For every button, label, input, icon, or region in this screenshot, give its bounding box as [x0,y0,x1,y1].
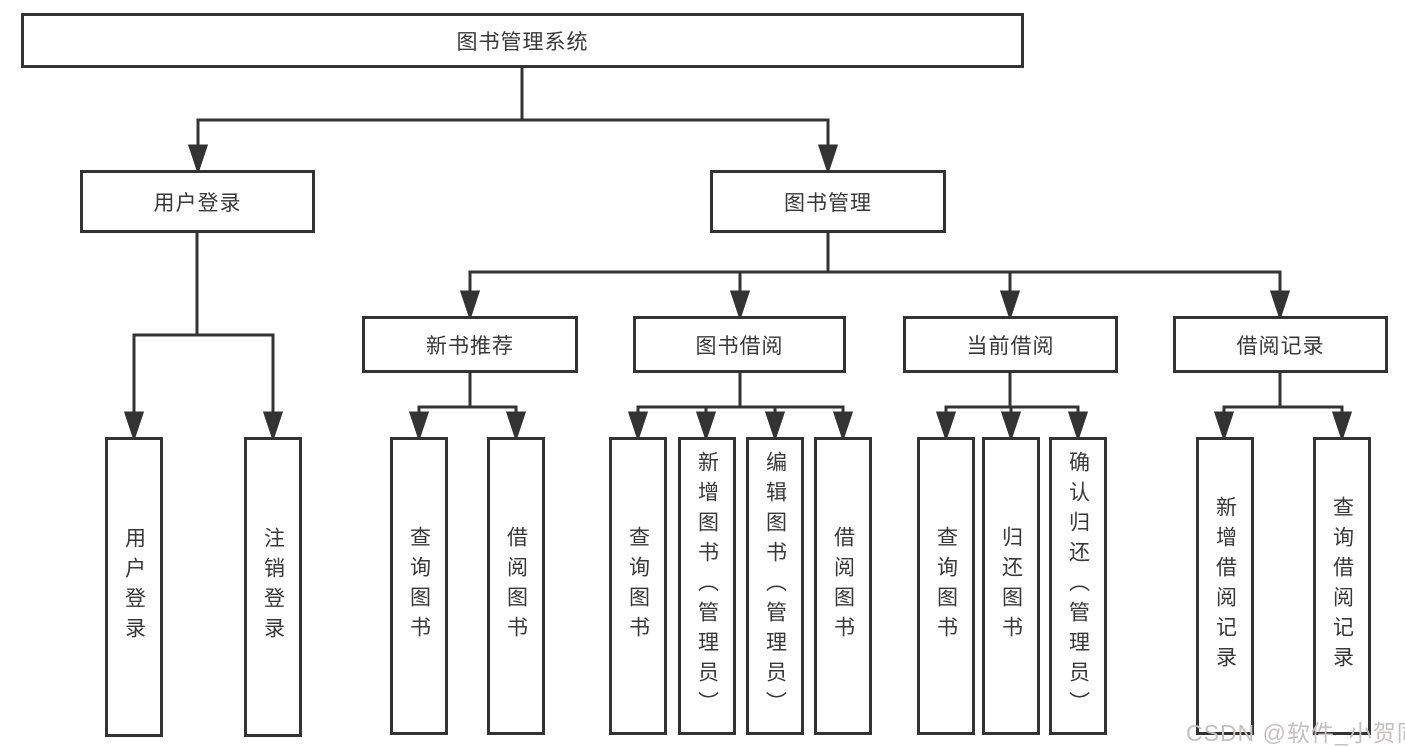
leaf-user-login-action: 用户登录 [105,437,163,737]
node-label: 借阅图书 [504,526,528,646]
node-book-borrow: 图书借阅 [633,316,846,373]
node-label: 当前借阅 [966,334,1055,358]
node-label: 新书推荐 [426,334,514,358]
leaf-logout-action: 注销登录 [244,437,302,737]
csdn-watermark: CSDN @软件_小贺同学 [1186,720,1405,746]
node-borrow-records: 借阅记录 [1173,316,1388,373]
node-label: 注销登录 [261,527,285,647]
node-label: 借阅记录 [1236,334,1325,358]
leaf-current-query-books: 查询图书 [917,437,975,735]
node-label: 查询图书 [626,526,650,646]
node-label: 新增借阅记录 [1213,496,1237,676]
leaf-recommend-borrow-books: 借阅图书 [487,437,545,735]
node-system-root: 图书管理系统 [21,13,1024,68]
node-label: 查询图书 [407,526,431,646]
leaf-borrow-books: 借阅图书 [814,437,872,735]
node-label: 用户登录 [122,527,146,647]
node-current-borrow: 当前借阅 [903,316,1118,373]
node-label: 图书借阅 [695,334,784,358]
node-label: 新增图书（管理员） [695,451,719,721]
node-label: 编辑图书（管理员） [763,451,787,721]
leaf-add-books-admin: 新增图书（管理员） [678,437,736,735]
node-label: 查询借阅记录 [1330,496,1354,676]
node-label: 图书管理 [784,191,872,215]
leaf-recommend-query-books: 查询图书 [390,437,448,735]
leaf-add-borrow-record: 新增借阅记录 [1196,437,1254,735]
node-label: 借阅图书 [831,526,855,646]
node-label: 图书管理系统 [456,30,589,54]
node-book-management: 图书管理 [710,170,946,233]
node-label: 归还图书 [999,526,1023,646]
node-label: 查询图书 [934,526,958,646]
node-user-login: 用户登录 [80,170,315,233]
leaf-return-books: 归还图书 [982,437,1040,735]
leaf-edit-books-admin: 编辑图书（管理员） [746,437,804,735]
leaf-borrow-query-books: 查询图书 [609,437,667,735]
leaf-confirm-return-admin: 确认归还（管理员） [1049,437,1107,735]
leaf-query-borrow-record: 查询借阅记录 [1313,437,1371,735]
node-new-book-recommend: 新书推荐 [362,316,578,373]
node-label: 确认归还（管理员） [1066,451,1090,721]
node-label: 用户登录 [153,191,242,215]
